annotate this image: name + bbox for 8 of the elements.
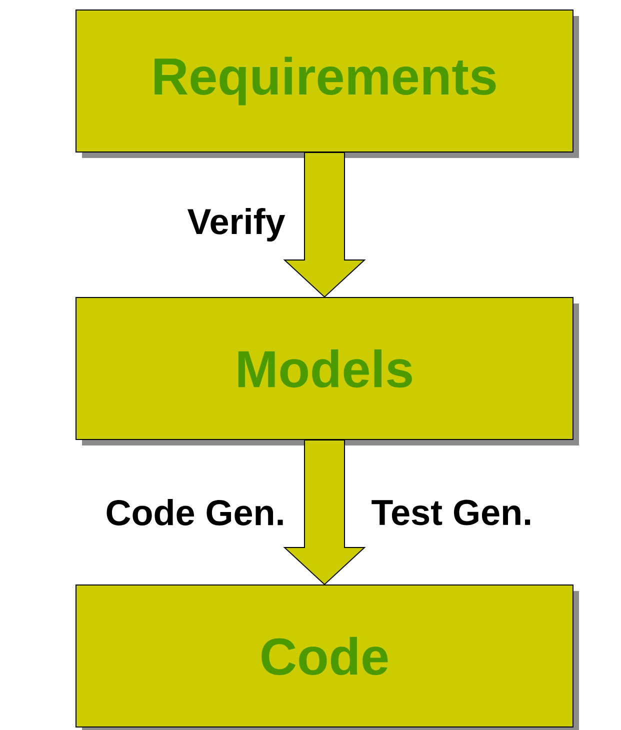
step-label: Test Gen. xyxy=(372,500,530,526)
process-box: Requirements xyxy=(76,10,579,158)
block-arrow xyxy=(283,152,366,298)
edge-label: Verify xyxy=(187,208,286,242)
block-arrow xyxy=(283,440,366,586)
edge-label: Code Gen. xyxy=(106,499,283,526)
process-box: Code xyxy=(76,584,579,730)
process-box: Models xyxy=(76,297,579,446)
